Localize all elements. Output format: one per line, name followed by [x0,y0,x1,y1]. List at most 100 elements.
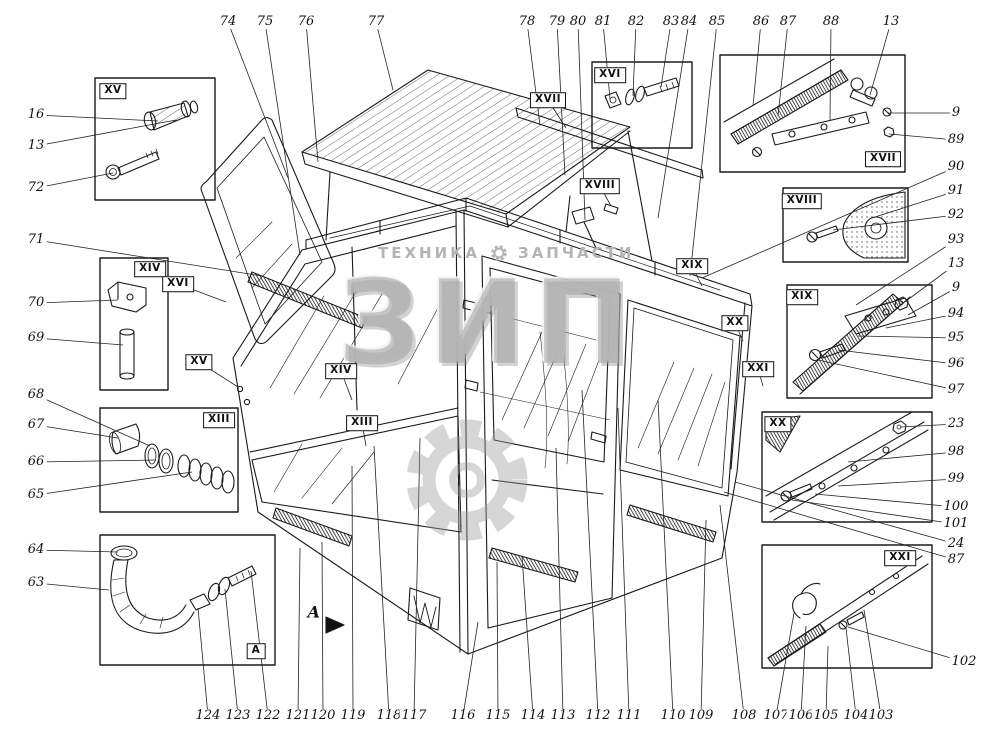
view-tag-XVI: XVI [594,67,626,83]
view-tag-XIV: XIV [325,363,357,379]
part-number-84: 84 [678,14,700,30]
part-number-97: 97 [945,382,967,398]
detail-box-xix [786,284,933,399]
part-number-88: 88 [820,14,842,30]
part-number-93: 93 [945,232,967,248]
view-tag-XIII: XIII [203,412,235,428]
part-number-106: 106 [786,708,816,724]
view-tag-XVI: XVI [162,276,194,292]
view-tag-XVIII: XVIII [579,178,621,194]
part-number-80: 80 [567,14,589,30]
cab-body [232,209,753,655]
view-tag-А: А [246,643,266,659]
part-number-87: 87 [777,14,799,30]
part-number-119: 119 [338,708,368,724]
part-number-85: 85 [706,14,728,30]
detail-xiii-parts [108,423,235,494]
part-number-95: 95 [945,330,967,346]
part-number-117: 117 [399,708,429,724]
detail-box-a [99,534,276,666]
part-number-24: 24 [945,536,967,552]
view-tag-XVIII: XVIII [781,193,823,209]
part-number-67: 67 [25,417,47,433]
part-number-90: 90 [945,159,967,175]
part-number-122: 122 [253,708,283,724]
part-number-114: 114 [518,708,548,724]
part-number-16: 16 [25,107,47,123]
view-tag-А: А [307,602,321,622]
part-number-13: 13 [945,256,967,272]
part-number-104: 104 [841,708,871,724]
view-tag-XXI: XXI [884,550,916,566]
part-number-100: 100 [941,499,971,515]
view-tag-XIV: XIV [134,261,166,277]
part-number-87: 87 [945,552,967,568]
part-number-99: 99 [945,471,967,487]
part-number-108: 108 [729,708,759,724]
part-number-118: 118 [374,708,404,724]
leader-lines [35,21,965,717]
detail-xiv-parts [107,281,147,380]
part-number-65: 65 [25,487,47,503]
part-number-124: 124 [193,708,223,724]
part-number-107: 107 [761,708,791,724]
view-tag-XX: XX [721,315,749,331]
part-number-82: 82 [625,14,647,30]
seal-strips [247,271,717,583]
part-number-110: 110 [658,708,688,724]
part-number-81: 81 [592,14,614,30]
view-tag-XIII: XIII [346,415,378,431]
part-number-103: 103 [866,708,896,724]
part-number-64: 64 [25,542,47,558]
part-number-113: 113 [548,708,578,724]
part-number-78: 78 [516,14,538,30]
detail-a-parts [110,545,257,634]
part-number-66: 66 [25,454,47,470]
part-number-101: 101 [941,516,971,532]
part-number-9: 9 [949,280,963,296]
detail-box-xx [761,411,933,523]
part-number-86: 86 [750,14,772,30]
view-tag-XVII: XVII [529,92,567,108]
part-number-69: 69 [25,330,47,346]
part-number-76: 76 [295,14,317,30]
view-tag-XX: XX [764,416,792,432]
view-tag-XXI: XXI [742,361,774,377]
part-number-75: 75 [254,14,276,30]
part-number-109: 109 [686,708,716,724]
view-tag-XIX: XIX [676,258,708,274]
part-number-83: 83 [660,14,682,30]
view-tag-XV: XV [185,354,213,370]
view-tag-XVII: XVII [864,151,902,167]
part-number-77: 77 [365,14,387,30]
part-number-92: 92 [945,207,967,223]
part-number-121: 121 [283,708,313,724]
section-arrow [325,616,345,634]
part-number-13: 13 [25,138,47,154]
detail-xvii-parts [723,58,895,158]
part-number-89: 89 [945,132,967,148]
part-number-13: 13 [880,14,902,30]
view-tag-XIX: XIX [786,289,818,305]
view-tag-XV: XV [99,83,127,99]
roof-rack [305,130,753,307]
part-number-115: 115 [483,708,513,724]
part-number-79: 79 [546,14,568,30]
detail-box-xviii [782,187,909,263]
part-number-112: 112 [583,708,613,724]
part-number-96: 96 [945,356,967,372]
detail-box-xiii [99,407,239,513]
detail-box-xvii [719,54,906,173]
part-number-68: 68 [25,387,47,403]
part-number-23: 23 [945,416,967,432]
detail-box-xxi [761,544,933,669]
part-number-71: 71 [25,232,47,248]
part-number-94: 94 [945,306,967,322]
part-number-98: 98 [945,444,967,460]
detail-box-xv [94,77,216,201]
part-number-120: 120 [308,708,338,724]
part-number-74: 74 [217,14,239,30]
